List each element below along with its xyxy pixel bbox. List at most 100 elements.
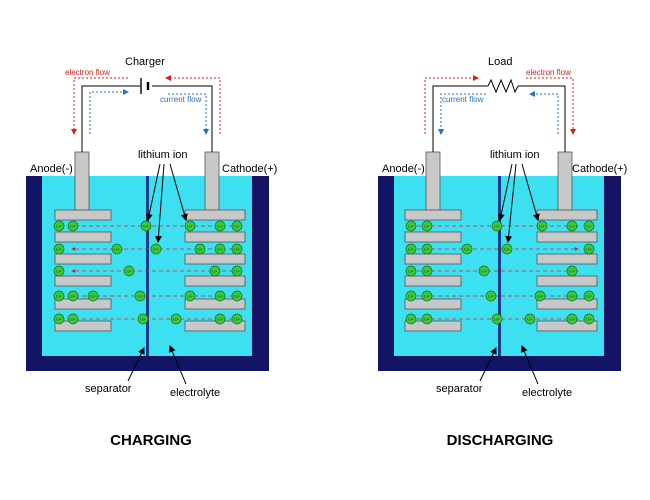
svg-text:Li+: Li+ xyxy=(114,247,120,252)
lithium-ion: Li+ xyxy=(421,243,433,255)
svg-text:Li+: Li+ xyxy=(217,247,223,252)
cathode-terminal xyxy=(557,151,573,211)
svg-text:Li+: Li+ xyxy=(494,317,500,322)
lithium-ion: Li+ xyxy=(566,290,578,302)
lithium-ion: Li+ xyxy=(405,243,417,255)
electron-flow-label: electron flow xyxy=(65,68,110,77)
lithium-ion: Li+ xyxy=(421,220,433,232)
lithium-ion: Li+ xyxy=(421,290,433,302)
svg-text:Li+: Li+ xyxy=(488,294,494,299)
svg-text:Li+: Li+ xyxy=(234,224,240,229)
lithium-ion: Li+ xyxy=(184,290,196,302)
svg-text:Li+: Li+ xyxy=(234,247,240,252)
lithium-ion: Li+ xyxy=(501,243,513,255)
separator-label: separator xyxy=(436,383,483,395)
lithium-ion-pointers xyxy=(497,163,540,243)
panel-caption: CHARGING xyxy=(110,432,192,449)
svg-text:Li+: Li+ xyxy=(56,269,62,274)
svg-text:Li+: Li+ xyxy=(153,247,159,252)
svg-text:Li+: Li+ xyxy=(217,317,223,322)
ion-paths xyxy=(71,224,240,321)
lithium-ion: Li+ xyxy=(140,220,152,232)
svg-text:Li+: Li+ xyxy=(494,224,500,229)
svg-text:Li+: Li+ xyxy=(504,247,510,252)
lithium-ion: Li+ xyxy=(583,290,595,302)
lithium-ion: Li+ xyxy=(566,220,578,232)
svg-text:Li+: Li+ xyxy=(527,317,533,322)
svg-text:Li+: Li+ xyxy=(408,269,414,274)
lithium-ion: Li+ xyxy=(421,313,433,325)
lithium-ion: Li+ xyxy=(184,220,196,232)
svg-text:Li+: Li+ xyxy=(537,294,543,299)
svg-text:Li+: Li+ xyxy=(408,224,414,229)
battery-symbol-icon xyxy=(140,78,150,94)
svg-text:Li+: Li+ xyxy=(56,294,62,299)
lithium-ion: Li+ xyxy=(583,220,595,232)
lithium-ion: Li+ xyxy=(170,313,182,325)
svg-text:Li+: Li+ xyxy=(234,294,240,299)
lithium-ion: Li+ xyxy=(137,313,149,325)
separator xyxy=(146,176,149,356)
svg-text:Li+: Li+ xyxy=(464,247,470,252)
svg-text:Li+: Li+ xyxy=(187,294,193,299)
anode-terminal xyxy=(74,151,90,211)
current-flow-arrow xyxy=(89,89,209,135)
electrolyte-label: electrolyte xyxy=(522,387,572,399)
cathode-label: Cathode(+) xyxy=(572,163,627,175)
svg-text:Li+: Li+ xyxy=(143,224,149,229)
lithium-ion: Li+ xyxy=(231,265,243,277)
lithium-ion: Li+ xyxy=(405,313,417,325)
resistor-icon xyxy=(487,78,519,94)
cathode-plates xyxy=(536,209,598,332)
anode-plates xyxy=(54,209,112,332)
lithium-ion: Li+ xyxy=(524,313,536,325)
svg-text:Li+: Li+ xyxy=(569,269,575,274)
svg-text:Li+: Li+ xyxy=(586,247,592,252)
electron-flow-label: electron flow xyxy=(526,68,571,77)
electron-flow-arrow xyxy=(71,75,221,135)
lithium-ion: Li+ xyxy=(231,220,243,232)
svg-text:Li+: Li+ xyxy=(56,247,62,252)
anode-label: Anode(-) xyxy=(30,163,73,175)
svg-text:Li+: Li+ xyxy=(56,224,62,229)
lithium-ion: Li+ xyxy=(583,243,595,255)
current-flow-label: current flow xyxy=(160,95,202,104)
device-label: Load xyxy=(488,56,512,68)
lithium-ion: Li+ xyxy=(478,265,490,277)
svg-text:Li+: Li+ xyxy=(481,269,487,274)
svg-text:Li+: Li+ xyxy=(408,294,414,299)
separator-label: separator xyxy=(85,383,132,395)
lithium-ion: Li+ xyxy=(231,313,243,325)
svg-text:Li+: Li+ xyxy=(90,294,96,299)
svg-text:Li+: Li+ xyxy=(408,317,414,322)
anode-terminal xyxy=(425,151,441,211)
svg-text:Li+: Li+ xyxy=(217,294,223,299)
lithium-ion: Li+ xyxy=(194,243,206,255)
lithium-ion: Li+ xyxy=(214,220,226,232)
svg-text:Li+: Li+ xyxy=(424,247,430,252)
cathode-terminal xyxy=(204,151,220,211)
svg-text:Li+: Li+ xyxy=(140,317,146,322)
svg-text:Li+: Li+ xyxy=(569,317,575,322)
svg-text:Li+: Li+ xyxy=(424,317,430,322)
svg-text:Li+: Li+ xyxy=(56,317,62,322)
lithium-ion: Li+ xyxy=(405,220,417,232)
lithium-ion: Li+ xyxy=(67,290,79,302)
current-flow-arrow xyxy=(438,91,559,135)
lithium-ion: Li+ xyxy=(87,290,99,302)
lithium-ion: Li+ xyxy=(123,265,135,277)
cathode-label: Cathode(+) xyxy=(222,163,277,175)
svg-text:Li+: Li+ xyxy=(586,317,592,322)
external-circuit xyxy=(432,85,566,152)
svg-text:Li+: Li+ xyxy=(126,269,132,274)
svg-text:Li+: Li+ xyxy=(173,317,179,322)
lithium-ion: Li+ xyxy=(53,220,65,232)
lithium-ion: Li+ xyxy=(583,313,595,325)
svg-text:Li+: Li+ xyxy=(408,247,414,252)
lithium-ion: Li+ xyxy=(566,313,578,325)
svg-text:Li+: Li+ xyxy=(217,224,223,229)
lithium-ion: Li+ xyxy=(566,265,578,277)
lithium-ion: Li+ xyxy=(67,220,79,232)
electron-flow-arrow xyxy=(424,75,576,135)
